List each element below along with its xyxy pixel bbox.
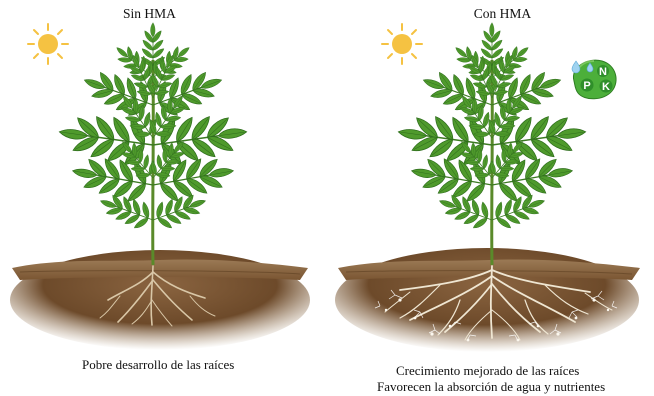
npk-nutrient-icon: N P K — [571, 59, 617, 100]
plant-right — [395, 23, 590, 265]
panel-without-hma: Sin HMA — [123, 6, 176, 21]
plant-left — [56, 23, 251, 265]
npk-letter-p: P — [583, 80, 590, 92]
soil-right — [335, 248, 640, 352]
sun-icon — [27, 23, 69, 65]
panel-title: Con HMA — [473, 6, 532, 21]
panel-with-hma: Con HMA — [327, 0, 654, 396]
npk-letter-k: K — [602, 81, 610, 93]
sun-icon — [381, 23, 423, 65]
npk-letter-n: N — [599, 66, 607, 78]
roots-right — [384, 265, 613, 341]
caption-poor-root-development: Pobre desarrollo de las raíces — [82, 357, 235, 372]
soil-left — [10, 250, 310, 350]
mycorrhiza-spores — [384, 298, 610, 342]
caption-water-nutrient-absorption: Favorecen la absorción de agua y nutrien… — [377, 379, 606, 394]
caption-improved-root-growth: Crecimiento mejorado de las raíces — [396, 363, 580, 378]
panel-title: Sin HMA — [123, 6, 176, 21]
roots-left — [99, 265, 216, 327]
mycorrhiza-network — [374, 289, 618, 342]
